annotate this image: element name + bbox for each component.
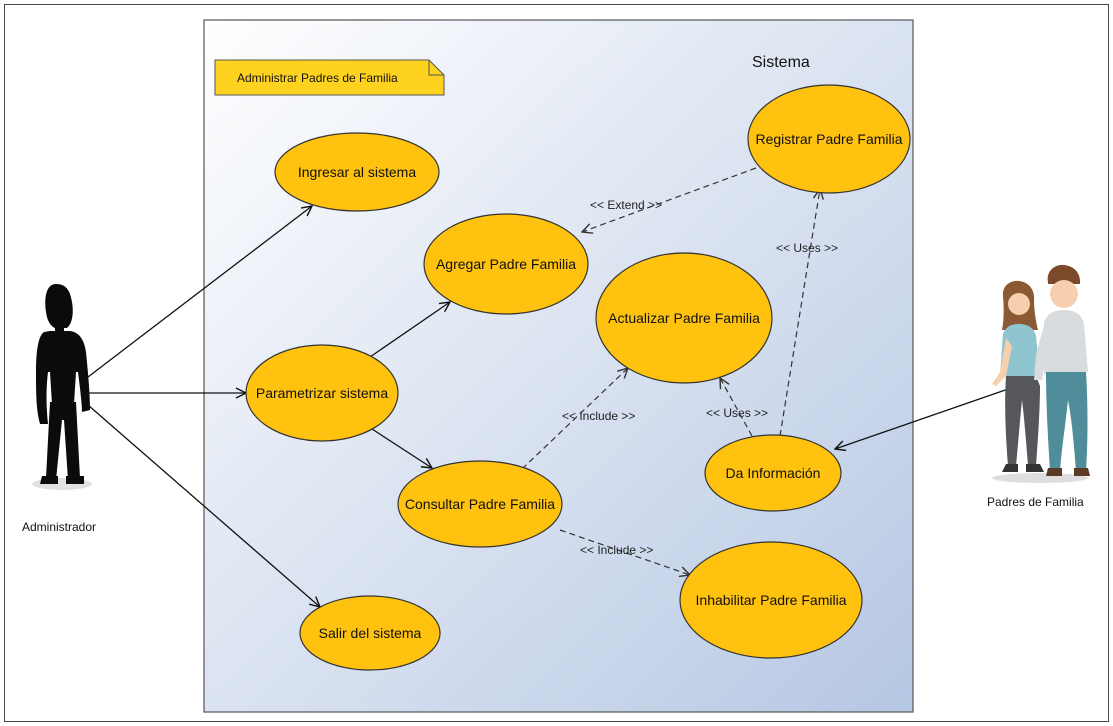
admin-actor-label: Administrador: [22, 520, 96, 534]
uses-actualizar-line: [720, 378, 753, 437]
use-case-parametrizar-label: Parametrizar sistema: [256, 385, 388, 401]
use-case-actualizar[interactable]: Actualizar Padre Familia: [595, 252, 773, 384]
use-case-da-info-label: Da Información: [726, 465, 821, 481]
assoc-parametrizar-agregar: [369, 302, 450, 358]
dependencies: [521, 167, 820, 575]
uses-actualizar-label: << Uses >>: [706, 406, 768, 420]
note: Administrar Padres de Familia: [214, 59, 445, 96]
use-case-salir[interactable]: Salir del sistema: [299, 595, 441, 671]
use-case-da-info[interactable]: Da Información: [704, 434, 842, 512]
note-label: Administrar Padres de Familia: [237, 71, 398, 85]
use-case-inhabilitar-label: Inhabilitar Padre Familia: [696, 592, 847, 608]
uses-registrar-label: << Uses >>: [776, 241, 838, 255]
use-case-ingresar[interactable]: Ingresar al sistema: [274, 132, 440, 212]
uses-registrar-line: [779, 189, 820, 437]
use-case-registrar[interactable]: Registrar Padre Familia: [747, 84, 911, 194]
use-case-actualizar-label: Actualizar Padre Familia: [608, 310, 760, 326]
use-case-agregar-label: Agregar Padre Familia: [436, 256, 576, 272]
system-label: Sistema: [752, 54, 810, 71]
assoc-parametrizar-consultar: [371, 428, 432, 468]
assoc-admin-salir: [87, 404, 320, 607]
include-inhabilitar-line: [559, 529, 690, 575]
use-case-inhabilitar[interactable]: Inhabilitar Padre Familia: [679, 541, 863, 659]
admin-actor-icon: [32, 284, 92, 490]
use-case-ingresar-label: Ingresar al sistema: [298, 164, 416, 180]
include-inhabilitar-label: << Include >>: [580, 543, 653, 557]
use-case-salir-label: Salir del sistema: [319, 625, 422, 641]
extend-line: [582, 167, 757, 232]
extend-label: << Extend >>: [590, 198, 662, 212]
use-case-registrar-label: Registrar Padre Familia: [755, 131, 902, 147]
use-case-parametrizar[interactable]: Parametrizar sistema: [245, 344, 399, 442]
assoc-admin-ingresar: [87, 206, 312, 378]
parents-actor-label: Padres de Familia: [987, 495, 1084, 509]
include-actualizar-line: [521, 368, 628, 470]
use-case-consultar[interactable]: Consultar Padre Familia: [397, 460, 563, 548]
include-actualizar-label: << Include >>: [562, 409, 635, 423]
use-case-agregar[interactable]: Agregar Padre Familia: [423, 213, 589, 315]
use-case-consultar-label: Consultar Padre Familia: [405, 496, 555, 512]
parents-actor-icon: [992, 264, 1090, 483]
